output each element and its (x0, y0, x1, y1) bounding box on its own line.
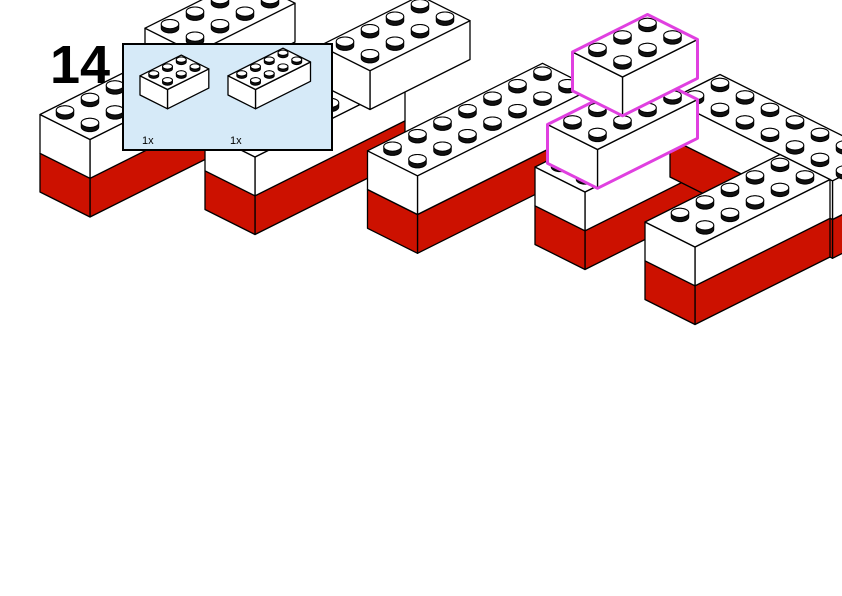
parts-list-illustration (139, 47, 312, 110)
stud (385, 36, 405, 51)
part-brick-2x3 (139, 54, 210, 110)
stud (410, 24, 430, 39)
stud (785, 140, 805, 155)
stud (588, 42, 607, 58)
stud (720, 207, 740, 223)
stud (260, 0, 280, 9)
stud (360, 49, 380, 64)
step-number: 14 (50, 35, 111, 95)
stud (663, 30, 682, 45)
stud (250, 63, 261, 72)
brick-face-top (669, 73, 842, 182)
stud (80, 117, 100, 133)
stud (638, 17, 657, 33)
new-bricks (546, 13, 699, 190)
stud (435, 11, 455, 26)
stud (263, 70, 275, 79)
stud (360, 24, 380, 39)
stud (720, 182, 740, 198)
stud (433, 116, 452, 131)
stud (250, 77, 261, 86)
stud (185, 31, 205, 46)
stud (508, 79, 527, 94)
stud (80, 92, 100, 108)
part-quantity-1x3-label: 1x (142, 135, 154, 147)
stud (835, 165, 842, 180)
brick-face-top (139, 54, 210, 91)
stud (760, 102, 780, 118)
stud (810, 127, 830, 143)
brick-face-top (644, 153, 831, 248)
parts-list-panel: 1x 1x (122, 43, 333, 151)
part-brick-2x4 (227, 47, 312, 110)
stud (613, 115, 632, 130)
stud (160, 19, 180, 34)
brick-row-front-loop (644, 73, 842, 326)
stud (533, 66, 552, 81)
stud (175, 70, 187, 79)
stud (263, 56, 275, 66)
brick-assembly (39, 0, 842, 326)
stud (695, 220, 715, 235)
new-brick-highlight (571, 13, 699, 118)
stud (638, 42, 657, 58)
stud (189, 63, 201, 72)
stud (458, 129, 477, 144)
brick-face-top (319, 0, 471, 72)
stud (185, 6, 205, 21)
stud (533, 91, 552, 106)
stud (735, 115, 755, 130)
stud (335, 36, 355, 51)
stud (162, 77, 173, 86)
stud (745, 170, 765, 185)
stud (810, 152, 830, 168)
stud (105, 105, 125, 120)
stud (458, 104, 477, 119)
stud (785, 115, 805, 130)
stud (483, 116, 502, 131)
stud (670, 207, 690, 223)
stud (210, 19, 230, 34)
stud (835, 140, 842, 155)
stud (508, 104, 527, 119)
stud (383, 141, 402, 156)
stud (408, 129, 427, 144)
stud (745, 195, 765, 210)
stud (410, 0, 430, 14)
brick-face-top (227, 47, 312, 91)
stud (760, 127, 780, 143)
stud (563, 115, 582, 130)
stud (770, 182, 790, 198)
stud (277, 49, 289, 59)
stud (588, 127, 607, 143)
stud (710, 77, 730, 93)
stud (162, 63, 173, 72)
stud (613, 55, 632, 70)
stud (55, 105, 75, 120)
stud (408, 154, 427, 169)
stud (148, 70, 160, 79)
stud (770, 157, 790, 173)
stud (433, 141, 452, 156)
part-quantity-2x4-label: 1x (230, 135, 242, 147)
stud (105, 80, 125, 95)
stud (291, 56, 303, 66)
stud (277, 63, 289, 72)
stud (795, 170, 815, 185)
stud (210, 0, 230, 9)
stud (613, 30, 632, 45)
stud (236, 70, 248, 79)
stud (735, 90, 755, 105)
stud (175, 56, 187, 66)
stud (385, 11, 405, 26)
stud (710, 102, 730, 118)
stud (235, 6, 255, 21)
stud (695, 195, 715, 210)
stud (483, 91, 502, 106)
